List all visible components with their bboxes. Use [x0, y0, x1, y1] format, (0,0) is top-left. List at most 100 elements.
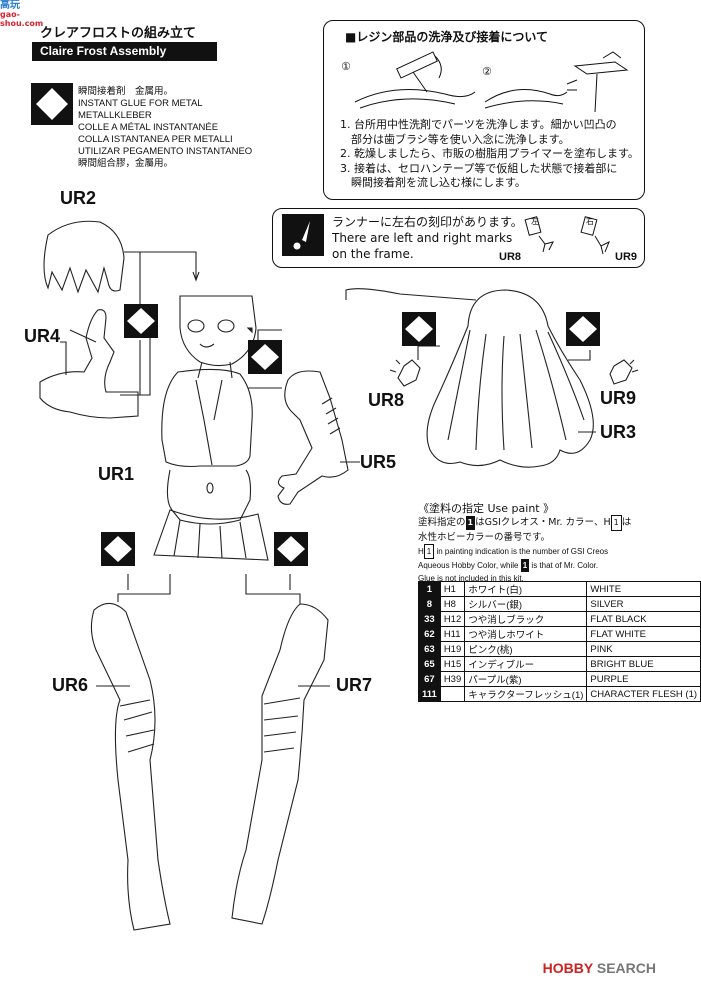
runner-text-en: on the frame.: [332, 247, 414, 261]
runner-hands-illustration: [524, 216, 610, 255]
label-ur9: UR9: [600, 388, 637, 408]
ur3-part: [426, 289, 594, 468]
ur2-part: [43, 220, 125, 294]
paint-hobby-number: H11: [439, 626, 466, 642]
glue-note: UTILIZAR PEGAMENTO INSTANTANEO: [78, 146, 253, 157]
ur7-part: [231, 603, 329, 925]
paint-hobby-number: H12: [439, 611, 466, 627]
glue-symbol-icon: [31, 83, 73, 125]
resin-info-box: [323, 20, 645, 200]
label-ur8: UR8: [368, 390, 405, 410]
paint-name-jp: ホワイト(白): [464, 581, 588, 597]
runner-text-en: There are left and right marks: [332, 231, 513, 245]
paint-number: 62: [418, 626, 441, 642]
paint-hobby-number: H15: [439, 656, 466, 672]
paint-desc-en: Glue is not included in this kit.: [418, 574, 524, 583]
paint-name-jp: キャラクターフレッシュ(1): [464, 686, 588, 702]
label-ur2: UR2: [60, 188, 97, 208]
paint-number: 1: [418, 581, 441, 597]
runner-info-box: [272, 208, 645, 268]
runner-text: ランナーに左右の刻印があります。 There are left and righ…: [332, 214, 523, 262]
ur4-part: [39, 309, 139, 419]
ur9-part: [609, 359, 639, 385]
runner-right-mark: 右: [586, 217, 594, 226]
hobby-color-badge: 1: [610, 515, 622, 531]
paint-number: 63: [418, 641, 441, 657]
paint-name-jp: インディブルー: [464, 656, 588, 672]
paint-hobby-number: H1: [439, 581, 466, 597]
paint-hobby-number: H8: [439, 596, 466, 612]
paint-name-jp: ピンク(桃): [464, 641, 588, 657]
glue-note: INSTANT GLUE FOR METAL: [78, 98, 203, 109]
watermark-url: gao-shou.com: [0, 10, 44, 28]
resin-step: 1. 台所用中性洗剤でパーツを洗浄します。細かい凹凸の: [340, 118, 617, 131]
paint-name-jp: つや消しブラック: [464, 611, 588, 627]
runner-left-mark: 左: [531, 217, 539, 226]
label-ur5: UR5: [360, 452, 397, 472]
paint-heading: 《塗料の指定 Use paint 》: [418, 502, 555, 515]
glue-note: COLLE A MÉTAL INSTANTANÉE: [78, 122, 219, 133]
glue-note: 瞬間組合膠，金屬用。: [78, 158, 174, 169]
label-ur4: UR4: [24, 326, 61, 346]
resin-step-1-marker: ①: [341, 60, 351, 73]
resin-step-2-marker: ②: [482, 65, 492, 78]
page-title-en: Claire Frost Assembly: [32, 42, 217, 61]
paint-desc-line: 水性ホビーカラーの番号です。: [418, 531, 551, 543]
watermark-logo: 高玩 gao-shou.com: [0, 0, 44, 29]
paint-name-jp: つや消しホワイト: [464, 626, 588, 642]
page-title-jp: クレアフロストの組み立て: [40, 26, 197, 41]
paint-number: 33: [418, 611, 441, 627]
glue-note: 瞬間接着剤 金属用。: [78, 86, 174, 97]
label-ur6: UR6: [52, 675, 89, 695]
ur8-part: [389, 359, 421, 387]
paint-name-en: WHITE: [586, 581, 701, 597]
label-ur1: UR1: [98, 464, 135, 484]
ur5-part: [277, 370, 349, 505]
resin-step: 瞬間接着剤を流し込む様にします。: [340, 176, 526, 189]
paint-name-en: CHARACTER FLESH (1): [586, 686, 701, 702]
paint-name-jp: パープル(紫): [464, 671, 588, 687]
paint-desc-en: Aqueous Hobby Color, while 1 is that of …: [418, 559, 599, 572]
paint-hobby-number: [439, 686, 466, 702]
paint-number: 65: [418, 656, 441, 672]
label-ur3: UR3: [600, 422, 637, 442]
footer-logo: HOBBY SEARCH: [543, 960, 656, 976]
glue-markers: [101, 304, 600, 566]
runner-label-ur8: UR8: [499, 251, 522, 263]
resin-step: 2. 乾燥しましたら、市販の樹脂用プライマーを塗布します。: [340, 147, 639, 160]
paint-row: 111 キャラクターフレッシュ(1)CHARACTER FLESH (1): [418, 686, 701, 702]
label-ur7: UR7: [336, 675, 373, 695]
ur1-body: [161, 368, 253, 468]
mr-color-badge: 1: [465, 516, 476, 530]
glue-note: COLLA ISTANTANEA PER METALLI: [78, 134, 233, 145]
glue-notes: 瞬間接着剤 金属用。 INSTANT GLUE FOR METAL METALL…: [78, 86, 252, 170]
paint-name-en: FLAT BLACK: [586, 611, 701, 627]
paint-name-en: SILVER: [586, 596, 701, 612]
watermark-text: 高玩: [0, 0, 20, 11]
paint-name-en: PINK: [586, 641, 701, 657]
paint-name-en: FLAT WHITE: [586, 626, 701, 642]
ur6-part: [90, 602, 171, 931]
paint-name-en: BRIGHT BLUE: [586, 656, 701, 672]
runner-text-jp: ランナーに左右の刻印があります。: [332, 215, 523, 229]
resin-step: 3. 接着は、セロハンテープ等で仮組した状態で接着部に: [340, 161, 618, 175]
footer-brand-search: SEARCH: [596, 960, 656, 976]
resin-cleaning-illustration: [354, 51, 629, 113]
paint-hobby-number: H19: [439, 641, 466, 657]
assembly-diagram: [39, 220, 639, 931]
footer-brand-hobby: HOBBY: [542, 960, 593, 976]
paint-name-jp: シルバー(銀): [464, 596, 588, 612]
paint-hobby-number: H39: [439, 671, 466, 687]
glue-note: METALLKLEBER: [78, 110, 152, 121]
paint-number: 111: [418, 686, 441, 702]
paint-number: 67: [418, 671, 441, 687]
caution-icon: [282, 214, 324, 256]
